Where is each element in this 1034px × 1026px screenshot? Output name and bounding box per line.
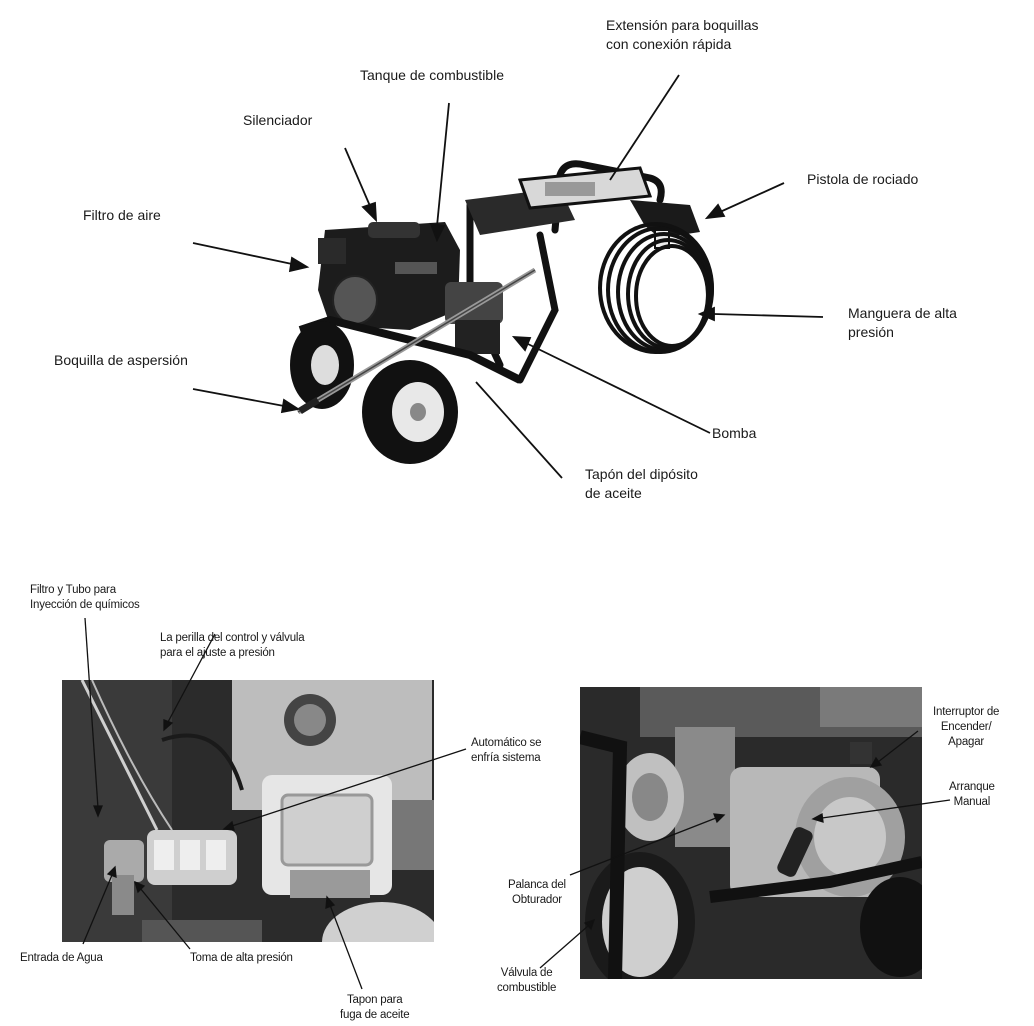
- label-manual-start-line2: Manual: [949, 795, 995, 810]
- label-switch-line1: Interruptor de: [933, 705, 999, 720]
- label-pressure-knob: La perilla del control y válvula para el…: [160, 631, 304, 661]
- label-auto-cool-line2: enfría sistema: [471, 751, 541, 766]
- label-auto-cool: Automático se enfría sistema: [471, 736, 541, 766]
- label-fuel-valve-line2: combustible: [497, 981, 556, 996]
- label-choke: Palanca del Obturador: [508, 878, 566, 908]
- label-switch-line3: Apagar: [933, 735, 999, 750]
- label-choke-line2: Obturador: [508, 893, 566, 908]
- label-oil-leak-plug: Tapon para fuga de aceite: [340, 993, 409, 1023]
- label-fuel-valve: Válvula de combustible: [497, 966, 556, 996]
- label-choke-line1: Palanca del: [508, 878, 566, 893]
- label-chem-filter-line2: Inyección de químicos: [30, 598, 140, 613]
- label-switch: Interruptor de Encender/ Apagar: [933, 705, 999, 750]
- label-switch-line2: Encender/: [933, 720, 999, 735]
- label-auto-cool-line1: Automático se: [471, 736, 541, 751]
- label-manual-start: Arranque Manual: [949, 780, 995, 810]
- label-chem-filter: Filtro y Tubo para Inyección de químicos: [30, 583, 140, 613]
- label-fuel-valve-line1: Válvula de: [497, 966, 556, 981]
- label-high-pressure-outlet: Toma de alta presión: [190, 951, 293, 966]
- label-manual-start-line1: Arranque: [949, 780, 995, 795]
- label-oil-leak-plug-line1: Tapon para: [340, 993, 409, 1008]
- label-oil-leak-plug-line2: fuga de aceite: [340, 1008, 409, 1023]
- label-pressure-knob-line1: La perilla del control y válvula: [160, 631, 304, 646]
- label-pressure-knob-line2: para el ajuste a presión: [160, 646, 304, 661]
- label-water-inlet: Entrada de Agua: [20, 951, 103, 966]
- label-chem-filter-line1: Filtro y Tubo para: [30, 583, 140, 598]
